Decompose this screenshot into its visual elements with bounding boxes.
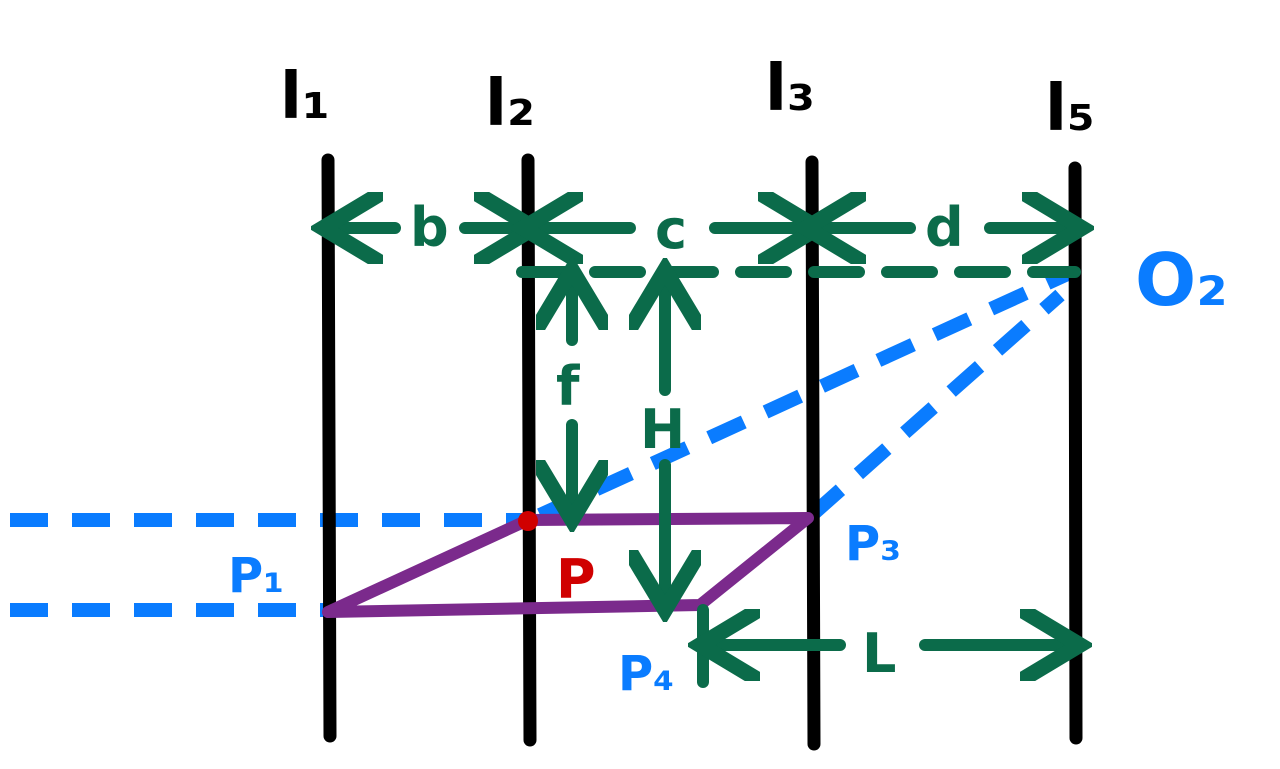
label-o2: O₂ <box>1135 238 1228 322</box>
line-l5 <box>1068 161 1083 745</box>
line-l3 <box>805 155 821 751</box>
ray-to-o2-from-p3 <box>807 289 1065 521</box>
label-f: f <box>556 355 580 418</box>
line-l2 <box>521 153 537 747</box>
label-p3: P₃ <box>845 516 901 572</box>
parallelogram <box>322 512 814 618</box>
label-p4: P₄ <box>618 646 674 702</box>
label-p1: P₁ <box>228 548 284 604</box>
label-c: c <box>655 198 687 261</box>
label-l2: l₂ <box>485 67 535 141</box>
blue-rays <box>10 265 1075 617</box>
label-d: d <box>925 196 964 259</box>
label-l5: l₅ <box>1045 72 1095 146</box>
ray-to-o2-from-p <box>537 265 1075 522</box>
point-p-dot <box>518 511 538 531</box>
label-l: L <box>862 622 896 685</box>
line-l1 <box>321 153 337 743</box>
label-l1: l₁ <box>280 60 330 134</box>
label-h: H <box>640 398 685 461</box>
label-l3: l₃ <box>765 52 815 126</box>
label-p: P <box>556 548 596 611</box>
label-b: b <box>410 196 449 259</box>
